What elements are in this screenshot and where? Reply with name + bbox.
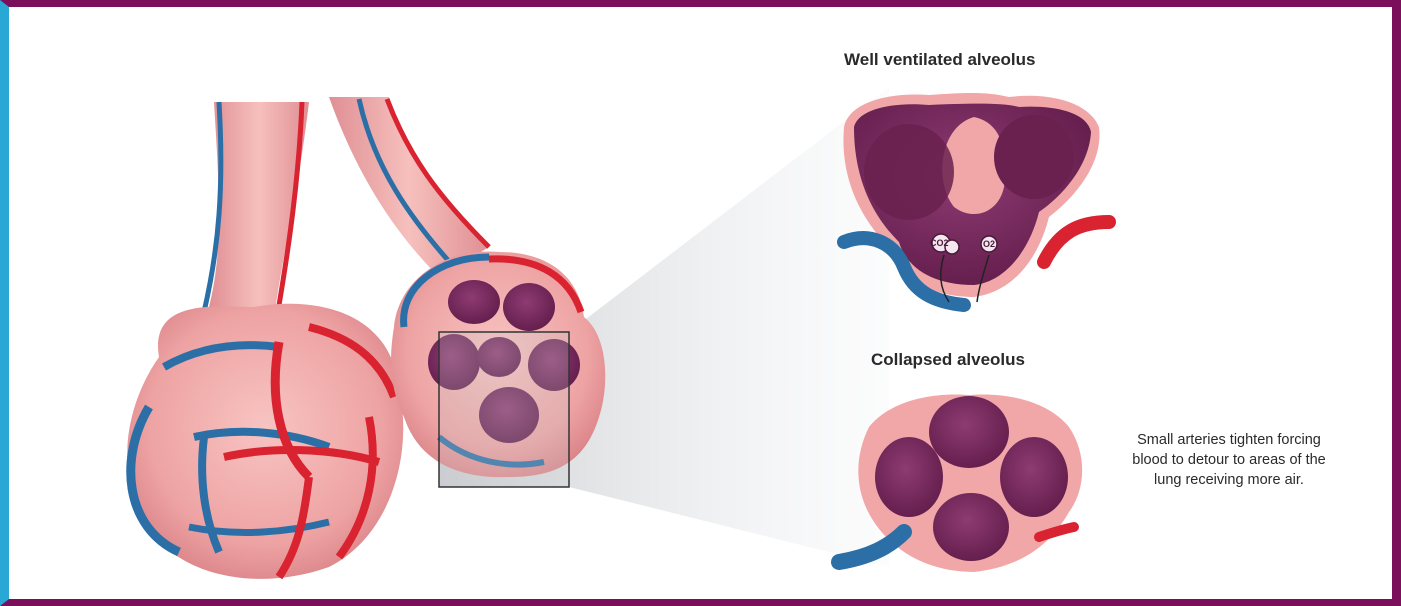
caption-text: Small arteries tighten forcing blood to … (1119, 430, 1339, 490)
o2-label: O2 (983, 239, 995, 249)
alveoli-illustration: CO2 O2 (9, 7, 1392, 599)
title-collapsed: Collapsed alveolus (871, 350, 1025, 370)
zoom-box (439, 332, 569, 487)
collapsed-alveolus (839, 394, 1082, 572)
title-well-ventilated: Well ventilated alveolus (844, 50, 1035, 70)
alveolar-sac-cluster (127, 304, 403, 579)
co2-label: CO2 (930, 238, 949, 248)
